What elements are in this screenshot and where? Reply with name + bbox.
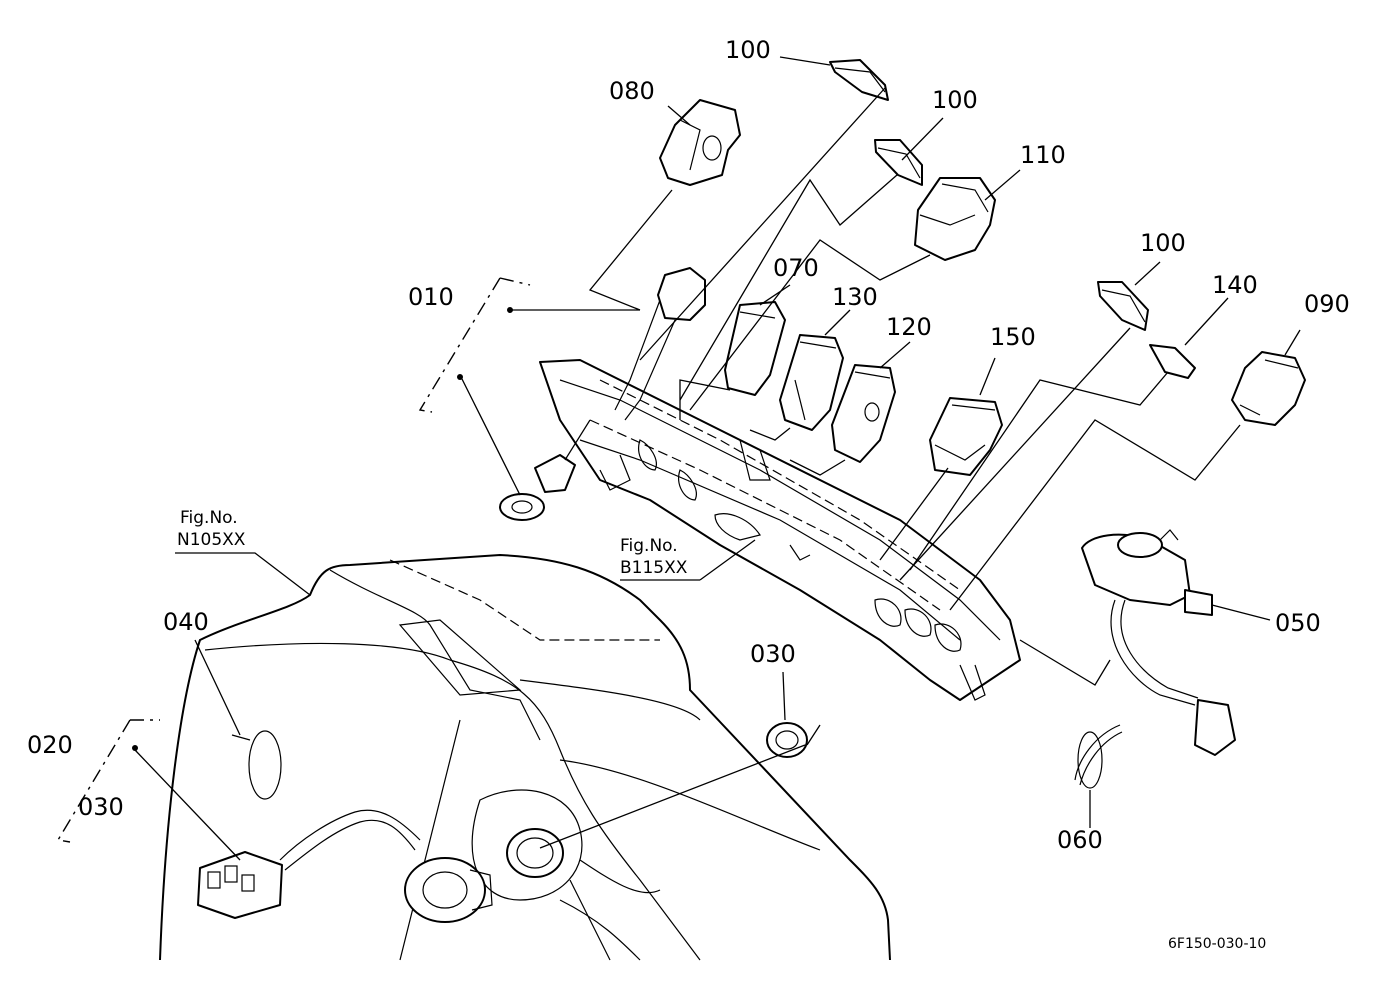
- part-060-cable-tie: [1074, 724, 1123, 789]
- part-050-sensor: [1081, 529, 1236, 756]
- drawing-code: 6F150-030-10: [1168, 936, 1266, 952]
- label-010: 010: [408, 283, 454, 311]
- label-100-mid: 100: [932, 86, 978, 114]
- part-120-switch: [831, 364, 896, 463]
- part-110-switch: [914, 177, 996, 261]
- label-080: 080: [609, 77, 655, 105]
- label-030-harness: 030: [78, 793, 124, 821]
- label-130: 130: [832, 283, 878, 311]
- part-040-cable-tie: [231, 730, 282, 800]
- fig-ref-b115-line1: Fig.No.: [620, 536, 678, 556]
- part-020-wire-harness: [197, 809, 493, 923]
- label-110: 110: [1020, 141, 1066, 169]
- part-080-key-switch: [659, 99, 741, 186]
- leader-lines: [132, 56, 1301, 861]
- label-140: 140: [1212, 271, 1258, 299]
- figure-references: Fig.No. N105XX Fig.No. B115XX: [177, 508, 700, 581]
- part-150-switch: [929, 397, 1003, 476]
- label-070: 070: [773, 254, 819, 282]
- label-150: 150: [990, 323, 1036, 351]
- part-labels: 100 080 100 110 070 130 120 150 100 140 …: [27, 36, 1350, 854]
- fig-ref-b115-line2: B115XX: [620, 558, 688, 578]
- label-050: 050: [1275, 609, 1321, 637]
- dashboard-console: [159, 553, 891, 961]
- fig-ref-n105-line1: Fig.No.: [180, 508, 238, 528]
- label-120: 120: [886, 313, 932, 341]
- label-030-grommet: 030: [750, 640, 796, 668]
- part-100-cover-right: [1097, 281, 1149, 331]
- part-010-key-cylinder: [499, 267, 706, 521]
- part-130-switch: [779, 334, 844, 431]
- label-090: 090: [1304, 290, 1350, 318]
- assembly-brackets: [56, 277, 531, 843]
- label-100-right: 100: [1140, 229, 1186, 257]
- label-060: 060: [1057, 826, 1103, 854]
- part-070-switch: [724, 301, 786, 396]
- part-100-cover-top: [829, 59, 889, 101]
- switch-panel-bracket: [539, 359, 1021, 701]
- part-140-clip: [1149, 344, 1196, 379]
- label-100-top: 100: [725, 36, 771, 64]
- part-100-cover-mid: [874, 139, 923, 186]
- fig-ref-n105-line2: N105XX: [177, 530, 246, 550]
- label-040: 040: [163, 608, 209, 636]
- label-020: 020: [27, 731, 73, 759]
- part-090-switch: [1231, 351, 1306, 426]
